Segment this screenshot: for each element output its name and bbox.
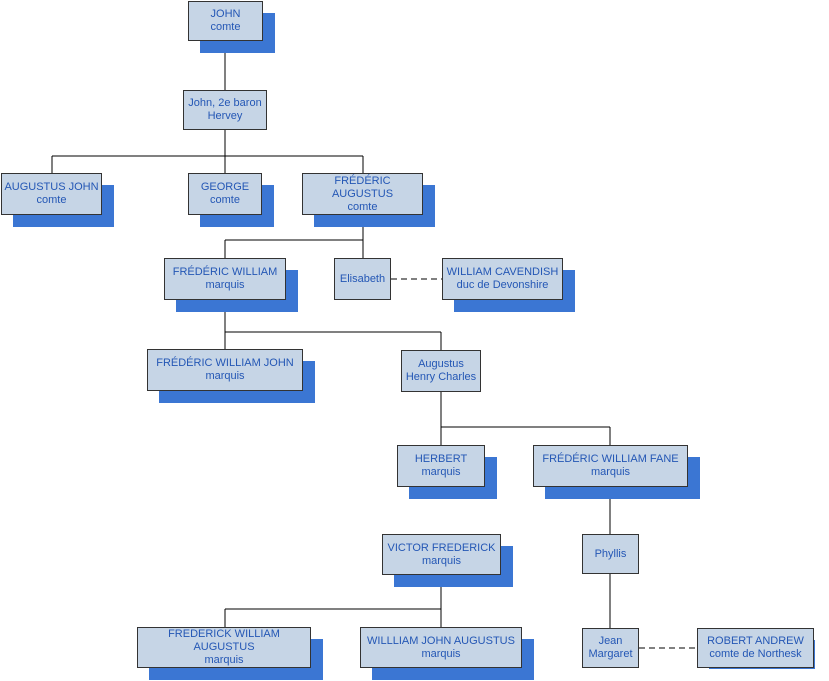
node-box: Augustus Henry Charles xyxy=(401,350,481,392)
node-box: FRÉDÉRIC AUGUSTUS comte xyxy=(302,173,423,215)
node-john-2e-baron: John, 2e baron Hervey xyxy=(183,90,267,130)
node-augustus-john: AUGUSTUS JOHN comte xyxy=(1,173,114,227)
person-name: FRÉDÉRIC WILLIAM FANE xyxy=(542,453,679,465)
person-name: AUGUSTUS JOHN xyxy=(4,181,99,193)
person-title: comte de Northesk xyxy=(709,648,802,660)
node-box: FRÉDÉRIC WILLIAM JOHN marquis xyxy=(147,349,303,391)
person-title: duc de Devonshire xyxy=(456,279,549,291)
node-frederick-william-augustus: FREDERICK WILLIAM AUGUSTUS marquis xyxy=(137,627,323,680)
person-name: John, 2e baron xyxy=(188,97,262,109)
node-box: John, 2e baron Hervey xyxy=(183,90,267,130)
node-box: WILLIAM CAVENDISH duc de Devonshire xyxy=(442,258,563,300)
person-title: marquis xyxy=(421,466,461,478)
person-name: Jean xyxy=(598,635,623,647)
person-title: marquis xyxy=(204,654,244,666)
person-title: marquis xyxy=(590,466,631,478)
node-box: AUGUSTUS JOHN comte xyxy=(1,173,102,215)
person-name: WILLLIAM JOHN AUGUSTUS xyxy=(367,634,515,647)
node-john: JOHN comte xyxy=(188,1,275,53)
node-box: WILLLIAM JOHN AUGUSTUS marquis xyxy=(360,627,522,668)
node-frederic-william-fane: FRÉDÉRIC WILLIAM FANE marquis xyxy=(533,445,700,499)
person-name: FRÉDÉRIC WILLIAM JOHN xyxy=(156,357,294,369)
node-box: FREDERICK WILLIAM AUGUSTUS marquis xyxy=(137,627,311,668)
node-william-cavendish: WILLIAM CAVENDISH duc de Devonshire xyxy=(442,258,575,312)
person-title: marquis xyxy=(421,647,461,660)
node-george: GEORGE comte xyxy=(188,173,274,227)
node-box: Elisabeth xyxy=(334,258,391,300)
node-frederic-augustus: FRÉDÉRIC AUGUSTUS comte xyxy=(302,173,435,227)
person-name: Elisabeth xyxy=(339,272,386,285)
person-name: Augustus xyxy=(418,358,464,370)
person-name: FRÉDÉRIC AUGUSTUS xyxy=(331,174,394,200)
person-title: comte xyxy=(347,200,378,213)
person-title: marquis xyxy=(205,279,245,291)
node-augustus-henry-charles: Augustus Henry Charles xyxy=(401,350,481,392)
person-title: marquis xyxy=(421,554,462,567)
node-william-john-augustus: WILLLIAM JOHN AUGUSTUS marquis xyxy=(360,627,534,680)
node-box: HERBERT marquis xyxy=(397,445,485,487)
person-name: FRÉDÉRIC WILLIAM xyxy=(172,266,278,278)
node-herbert: HERBERT marquis xyxy=(397,445,497,499)
node-box: VICTOR FREDERICK marquis xyxy=(382,534,501,575)
node-frederic-william: FRÉDÉRIC WILLIAM marquis xyxy=(164,258,298,312)
person-title: comte xyxy=(210,21,241,33)
person-name: FREDERICK WILLIAM AUGUSTUS xyxy=(168,628,280,653)
person-title: comte xyxy=(210,194,240,206)
node-phyllis: Phyllis xyxy=(582,534,639,574)
person-title: Margaret xyxy=(588,648,633,660)
person-name: WILLIAM CAVENDISH xyxy=(446,266,559,278)
node-box: ROBERT ANDREW comte de Northesk xyxy=(697,628,814,668)
person-name: VICTOR FREDERICK xyxy=(387,541,496,554)
node-box: GEORGE comte xyxy=(188,173,262,215)
person-name: GEORGE xyxy=(200,181,250,193)
person-name: Phyllis xyxy=(594,547,627,560)
node-box: FRÉDÉRIC WILLIAM marquis xyxy=(164,258,286,300)
person-name: JOHN xyxy=(210,8,241,20)
node-box: Phyllis xyxy=(582,534,639,574)
node-robert-andrew: ROBERT ANDREW comte de Northesk xyxy=(697,628,815,669)
person-name: ROBERT ANDREW xyxy=(707,635,804,647)
node-frederic-william-john: FRÉDÉRIC WILLIAM JOHN marquis xyxy=(147,349,315,403)
person-title: Hervey xyxy=(207,110,243,122)
node-box: FRÉDÉRIC WILLIAM FANE marquis xyxy=(533,445,688,487)
person-name: HERBERT xyxy=(414,453,468,465)
node-box: JOHN comte xyxy=(188,1,263,41)
node-victor-frederick: VICTOR FREDERICK marquis xyxy=(382,534,513,587)
person-title: marquis xyxy=(205,370,245,382)
person-title: Henry Charles xyxy=(405,371,477,383)
node-jean-margaret: Jean Margaret xyxy=(582,628,639,668)
node-box: Jean Margaret xyxy=(582,628,639,668)
node-elisabeth: Elisabeth xyxy=(334,258,391,300)
person-title: comte xyxy=(36,194,67,206)
